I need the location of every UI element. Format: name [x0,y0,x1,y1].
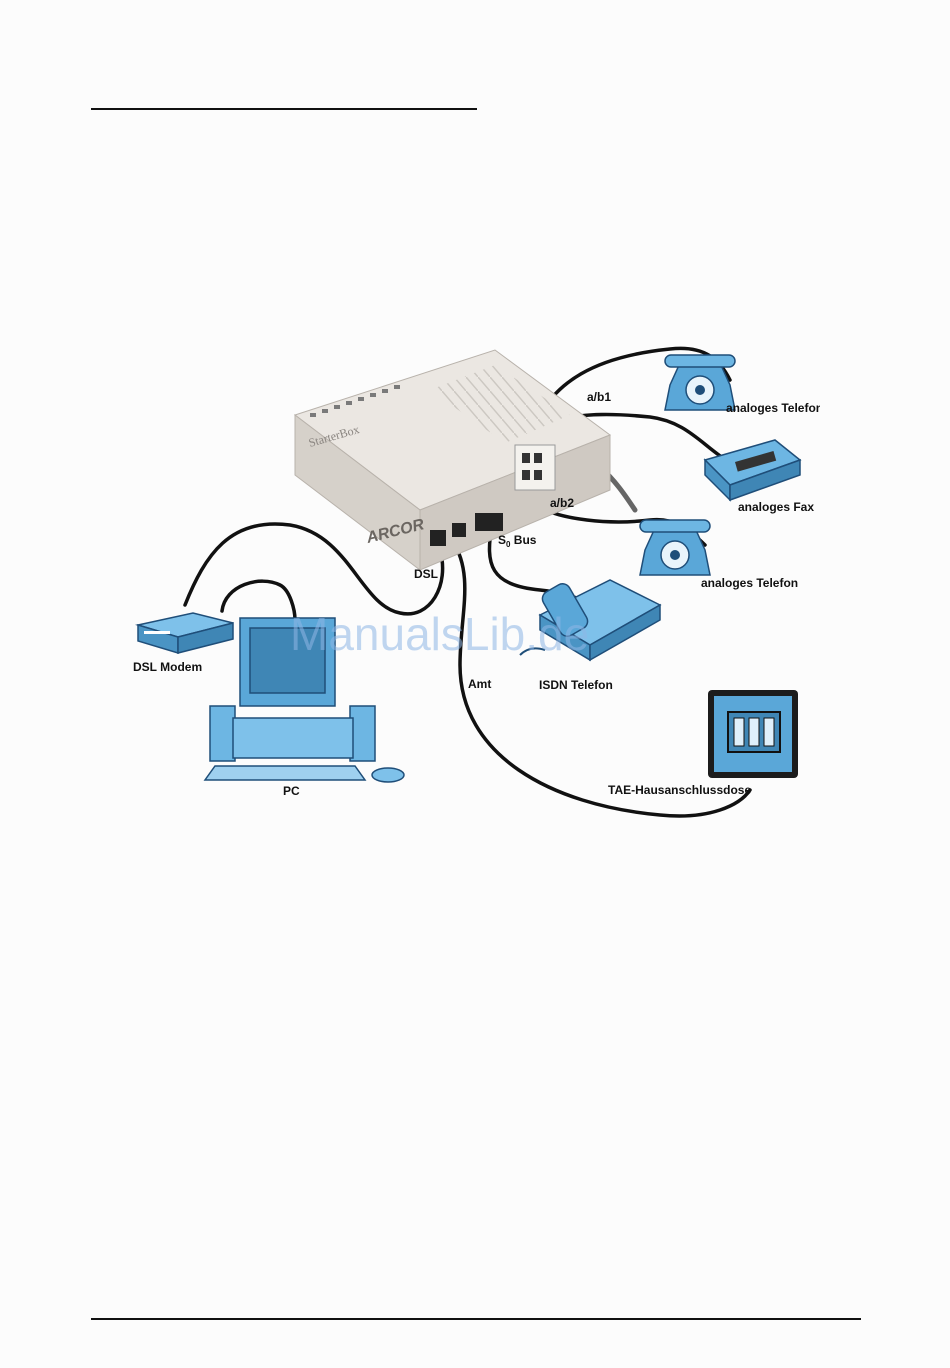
dsl-port [430,530,446,546]
dsl-modem-icon [138,613,233,653]
starterbox-device: StarterBox ARCOR [295,350,610,570]
label-pc: PC [283,784,300,798]
s0-port [475,513,503,531]
label-dsl: DSL [414,567,438,581]
label-tae: TAE-Hausanschlussdose [608,783,751,797]
label-s0-bus-s: S [498,533,506,547]
amt-port [452,523,466,537]
analog-phone-icon [640,520,710,575]
watermark: ManualsLib.de [290,608,589,660]
cable-modem-pc [222,581,295,620]
label-ab1: a/b1 [587,390,611,404]
analog-phone-icon [665,355,735,410]
label-ab2: a/b2 [550,496,574,510]
connection-diagram: StarterBox ARCOR [130,335,820,825]
tae-socket-icon [708,690,798,778]
label-analog-fax: analoges Fax [738,500,814,514]
label-analog-phone-1: analoges Telefon [726,401,820,415]
label-analog-phone-2: analoges Telefon [701,576,798,590]
label-amt: Amt [468,677,491,691]
fax-machine-icon [705,440,800,500]
header-rule [91,108,477,110]
label-s0-bus-rest: Bus [510,533,536,547]
label-s0-bus: S0 Bus [498,533,537,549]
label-dsl-modem: DSL Modem [133,660,202,674]
tae-jack-block [515,445,555,490]
footer-rule [91,1318,861,1320]
label-isdn-phone: ISDN Telefon [539,678,613,692]
